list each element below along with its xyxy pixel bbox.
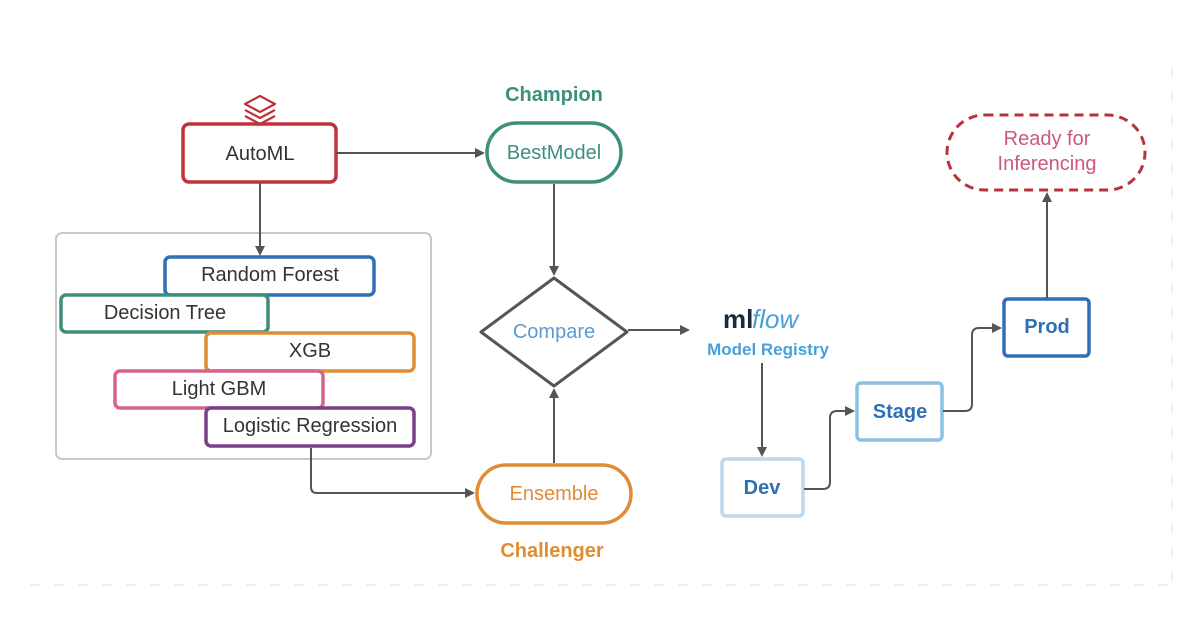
- model-decision-tree[interactable]: Decision Tree: [59, 293, 270, 334]
- xgb-label: XGB: [289, 340, 331, 362]
- arrow-stage-to-prod: [943, 323, 1002, 412]
- model-light-gbm[interactable]: Light GBM: [113, 369, 325, 410]
- automl-label: AutoML: [226, 143, 295, 165]
- compare-node[interactable]: Compare: [479, 276, 629, 388]
- dev-stage-node[interactable]: Dev: [720, 457, 805, 518]
- ready-line2-label: Inferencing: [998, 153, 1097, 175]
- ready-line1-label: Ready for: [1004, 128, 1091, 150]
- model-xgb[interactable]: XGB: [204, 331, 416, 373]
- arrow-dev-to-stage: [804, 406, 855, 490]
- best-model-node[interactable]: BestModel: [485, 121, 623, 184]
- best-model-label: BestModel: [507, 142, 602, 164]
- ready-for-inferencing-node[interactable]: Ready for Inferencing: [945, 113, 1147, 192]
- mlflow-flow-text: flow: [752, 304, 800, 334]
- logistic-regression-label: Logistic Regression: [223, 415, 398, 437]
- arrow-models-to-ensemble: [310, 448, 475, 498]
- models-group: [55, 232, 432, 460]
- decision-tree-label: Decision Tree: [104, 302, 226, 324]
- dev-label: Dev: [744, 477, 782, 499]
- random-forest-label: Random Forest: [201, 264, 339, 286]
- production-node[interactable]: Prod: [1002, 297, 1091, 358]
- mlflow-ml-text: ml: [723, 304, 753, 334]
- champion-label: Champion: [505, 84, 603, 106]
- model-random-forest[interactable]: Random Forest: [163, 255, 376, 297]
- model-registry-label: Model Registry: [707, 340, 829, 359]
- model-logistic-regression[interactable]: Logistic Regression: [204, 406, 416, 448]
- challenger-label: Challenger: [500, 540, 604, 562]
- compare-label: Compare: [513, 321, 595, 343]
- connectors: [255, 148, 1052, 498]
- prod-label: Prod: [1024, 316, 1070, 338]
- light-gbm-label: Light GBM: [172, 378, 266, 400]
- mlflow-logo: ml flow Model Registry: [707, 304, 829, 359]
- staging-node[interactable]: Stage: [855, 381, 944, 442]
- ensemble-node[interactable]: Ensemble: [475, 463, 633, 525]
- stage-label: Stage: [873, 401, 927, 423]
- databricks-stack-icon: [243, 94, 277, 126]
- ensemble-label: Ensemble: [510, 483, 599, 505]
- automl-node[interactable]: AutoML: [181, 122, 338, 184]
